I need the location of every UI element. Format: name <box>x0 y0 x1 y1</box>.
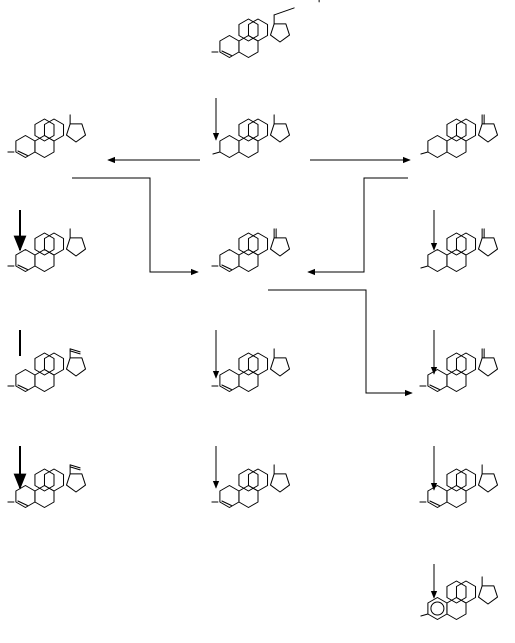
steroid-structure-s-r3-left <box>7 348 87 392</box>
ring-extra <box>446 232 467 256</box>
side-bond <box>69 348 81 353</box>
steroid-structure-s-r4-center <box>211 464 291 508</box>
arrow-left-to-center-row2 <box>72 177 199 276</box>
ring-d <box>477 237 499 257</box>
ring-d <box>477 473 499 493</box>
ring-a <box>427 369 448 392</box>
ring-b <box>446 135 467 158</box>
ring-d <box>269 237 291 257</box>
ring-b <box>34 135 55 158</box>
ring-b <box>238 485 259 508</box>
ring-a <box>219 249 240 272</box>
steroid-structure-s-r3-center <box>211 348 291 392</box>
side-bond-2 <box>69 466 81 471</box>
ring-b <box>446 485 467 508</box>
aromatic-ring <box>430 601 445 616</box>
ring-d <box>477 357 499 377</box>
double-bond <box>17 150 28 156</box>
side-chain-bond <box>273 7 295 16</box>
hydroxy-bond <box>420 151 429 155</box>
double-bond <box>221 50 232 56</box>
side-bond <box>69 464 81 469</box>
ring-a <box>219 35 240 58</box>
arrow-center-to-right-row3 <box>268 289 413 397</box>
ring-a <box>219 369 240 392</box>
ring-d <box>65 473 87 493</box>
ring-d <box>269 357 291 377</box>
ring-b <box>446 597 467 620</box>
arrow-right-to-center-row2 <box>307 177 408 276</box>
side-bond-2 <box>69 350 81 355</box>
ring-extra <box>34 468 55 492</box>
ring-b <box>238 135 259 158</box>
steroid-structure-s-r2-right <box>420 228 499 272</box>
double-bond <box>17 264 28 270</box>
double-bond <box>17 384 28 390</box>
steroid-structure-s-r5-right <box>420 576 499 620</box>
ring-extra <box>238 352 259 376</box>
ring-extra <box>446 468 467 492</box>
ring-a <box>427 249 448 272</box>
ring-b <box>34 249 55 272</box>
steroid-structure-s-r2-center <box>211 228 291 272</box>
ring-extra <box>238 468 259 492</box>
hydroxy-bond <box>212 151 221 155</box>
steroid-structure-s-r1-right <box>420 114 499 158</box>
ring-a <box>427 597 448 620</box>
ring-extra <box>34 232 55 256</box>
steroid-structure-s-r3-right <box>419 348 499 392</box>
steroid-structure-s-r1-left <box>7 114 87 158</box>
ring-a <box>219 135 240 158</box>
ring-d <box>269 23 291 43</box>
ring-b <box>238 369 259 392</box>
ring-d <box>65 357 87 377</box>
ring-extra <box>446 352 467 376</box>
steroid-structure-s-r1-center <box>212 114 291 158</box>
steroid-structure-s-r2-left <box>7 228 87 272</box>
ring-a <box>427 485 448 508</box>
ring-b <box>238 35 259 58</box>
ring-d <box>269 123 291 143</box>
hydroxy-bond <box>420 613 429 617</box>
double-bond <box>221 384 232 390</box>
ring-d <box>477 585 499 605</box>
ring-extra <box>446 580 467 604</box>
ring-a <box>219 485 240 508</box>
hydroxy-bond <box>420 265 429 269</box>
ring-extra <box>238 18 259 42</box>
ring-extra <box>34 352 55 376</box>
steroid-structure-s-top <box>211 0 320 58</box>
ring-b <box>238 249 259 272</box>
ring-a <box>15 485 36 508</box>
ring-extra <box>238 118 259 142</box>
reaction-arrows <box>13 98 438 599</box>
ring-d <box>65 237 87 257</box>
ring-b <box>446 369 467 392</box>
ring-d <box>269 473 291 493</box>
steroid-structure-s-r4-right <box>419 464 499 508</box>
double-bond <box>429 384 440 390</box>
double-bond <box>221 264 232 270</box>
double-bond <box>17 500 28 506</box>
ring-extra <box>446 118 467 142</box>
ring-a <box>15 249 36 272</box>
ring-d <box>477 123 499 143</box>
ring-extra <box>34 118 55 142</box>
ring-d <box>65 123 87 143</box>
ring-extra <box>238 232 259 256</box>
double-bond <box>221 500 232 506</box>
double-bond <box>429 500 440 506</box>
ring-a <box>15 369 36 392</box>
ring-a <box>427 135 448 158</box>
ring-b <box>34 369 55 392</box>
steroid-structure-s-r4-left <box>7 464 87 508</box>
ring-b <box>34 485 55 508</box>
ring-a <box>15 135 36 158</box>
ring-b <box>446 249 467 272</box>
